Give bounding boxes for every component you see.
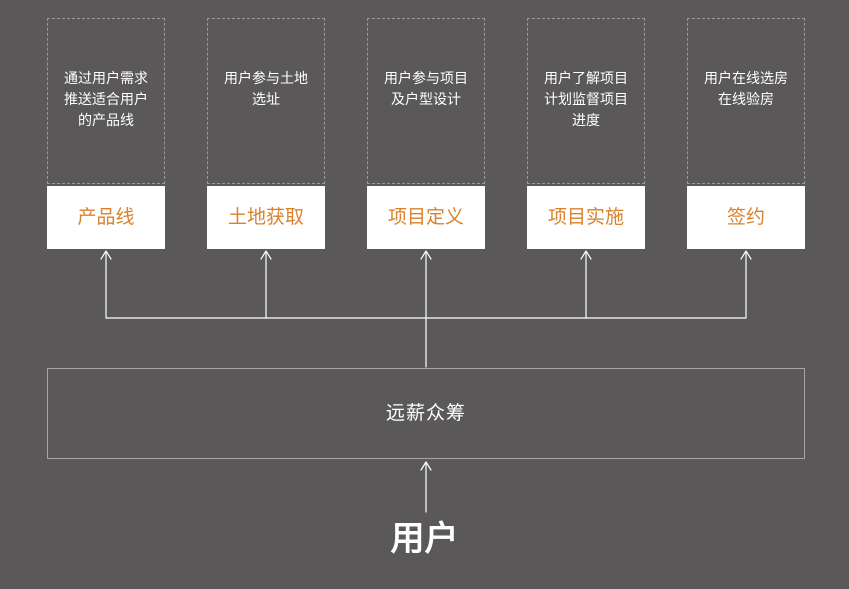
arrow-up-icon — [260, 250, 272, 260]
arrow-up-icon — [740, 250, 752, 260]
module-label-project-definition: 项目定义 — [367, 186, 485, 249]
user-label: 用户 — [390, 519, 459, 559]
module-label-product-line: 产品线 — [47, 186, 165, 249]
module-label-land-acquisition: 土地获取 — [207, 186, 325, 249]
arrow-up-icon — [100, 250, 112, 260]
arrow-up-icon — [420, 461, 432, 471]
module-description-project-definition: 用户参与项目 及户型设计 — [367, 18, 485, 184]
module-description-project-implementation: 用户了解项目 计划监督项目 进度 — [527, 18, 645, 184]
module-label-signing: 签约 — [687, 186, 805, 249]
arrow-up-icon — [420, 250, 432, 260]
arrow-up-icon — [580, 250, 592, 260]
module-description-signing: 用户在线选房 在线验房 — [687, 18, 805, 184]
module-label-project-implementation: 项目实施 — [527, 186, 645, 249]
platform-box: 远薪众筹 — [47, 368, 805, 459]
module-description-land-acquisition: 用户参与土地 选址 — [207, 18, 325, 184]
module-description-product-line: 通过用户需求 推送适合用户 的产品线 — [47, 18, 165, 184]
